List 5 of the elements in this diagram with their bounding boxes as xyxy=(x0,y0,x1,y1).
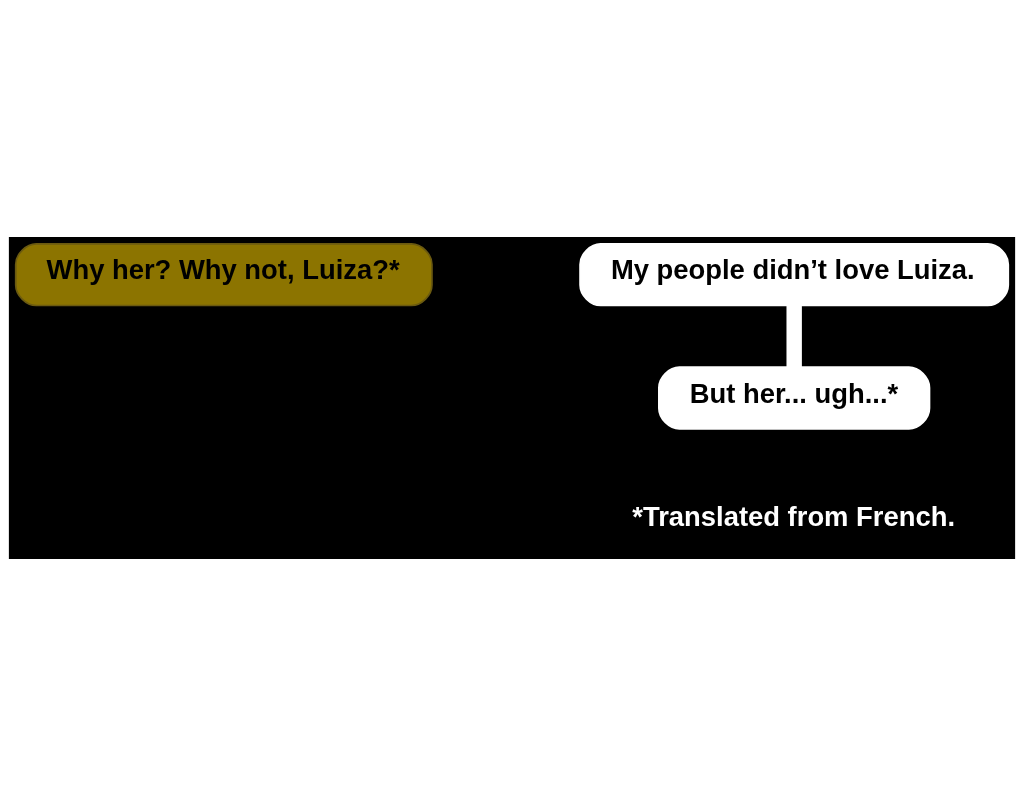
node-box: But her... ugh...* xyxy=(658,366,931,430)
connector xyxy=(786,306,802,367)
node-box: Why her? Why not, Luiza?* xyxy=(14,243,433,307)
node-box: My people didn’t love Luiza. xyxy=(579,243,1010,307)
label: *Translated from French. xyxy=(632,501,956,533)
